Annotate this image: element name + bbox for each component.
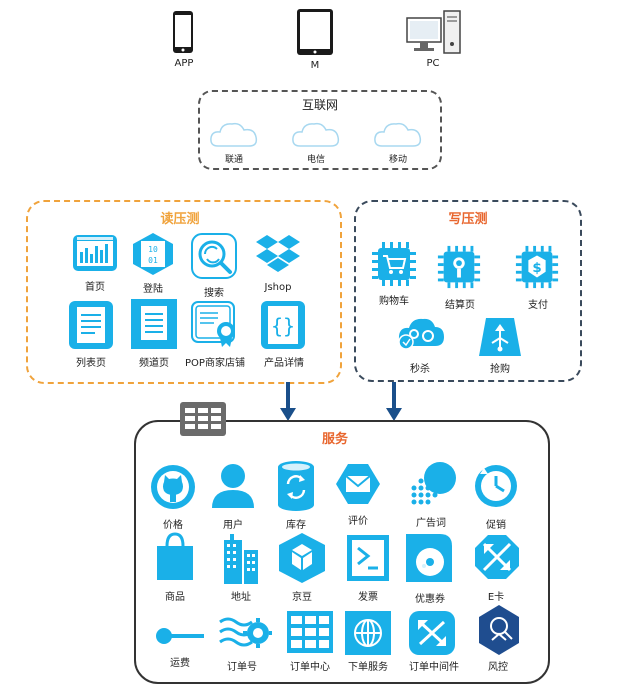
read-test-box — [26, 200, 342, 384]
payment-dollar-icon: $ — [514, 244, 560, 290]
service-label: 京豆 — [292, 592, 312, 603]
service-label: E卡 — [487, 592, 505, 603]
phone-icon — [172, 10, 194, 54]
tablet-icon — [296, 8, 334, 56]
cart-chip-icon — [370, 240, 418, 288]
code-braces-icon: {} — [260, 300, 306, 350]
write-item-label: 购物车 — [379, 296, 409, 307]
service-label: 用户 — [223, 520, 243, 531]
service-label: 优惠券 — [415, 594, 445, 605]
isp-label: 联通 — [224, 155, 243, 165]
cloud-icon — [372, 118, 424, 150]
invoice-terminal-icon — [346, 534, 390, 582]
write-item-label: 秒杀 — [410, 364, 430, 375]
service-label: 商品 — [165, 592, 185, 603]
dropbox-icon — [256, 232, 300, 276]
flash-sale-cloud-icon — [396, 312, 446, 354]
user-icon — [210, 462, 256, 510]
service-label: 风控 — [488, 662, 508, 673]
device-label-app: APP — [174, 58, 194, 69]
inventory-database-icon — [276, 460, 316, 512]
write-item-label: 支付 — [528, 300, 548, 311]
read-item-label: 列表页 — [76, 358, 106, 369]
internet-box — [198, 90, 442, 170]
coupon-disc-icon — [404, 532, 454, 584]
service-label: 评价 — [348, 516, 368, 527]
read-item-label: 产品详情 — [264, 358, 304, 369]
service-label: 价格 — [163, 520, 183, 531]
dashboard-icon — [72, 234, 118, 272]
desktop-pc-icon — [406, 10, 462, 56]
write-item-label: 结算页 — [445, 300, 475, 311]
read-item-label: 登陆 — [143, 284, 163, 295]
ecard-octagon-icon — [474, 534, 520, 580]
risk-control-badge-icon — [478, 604, 520, 656]
arrow-down-icon — [386, 382, 402, 422]
isp-label: 电信 — [306, 155, 325, 165]
write-test-box — [354, 200, 582, 382]
arrow-down-icon — [280, 382, 296, 422]
ad-words-icon — [406, 460, 460, 510]
services-title: 服务 — [321, 432, 348, 447]
service-label: 广告词 — [416, 518, 446, 529]
read-item-label: Jshop — [264, 282, 292, 293]
service-label: 发票 — [358, 592, 378, 603]
document-list-icon — [68, 300, 114, 350]
shipping-pin-icon — [154, 622, 206, 650]
service-label: 地址 — [231, 592, 251, 603]
svg-text:{}: {} — [271, 314, 295, 338]
cloud-icon — [208, 118, 260, 150]
order-middleware-icon — [408, 610, 456, 656]
search-sync-icon — [190, 232, 238, 280]
svg-text:01: 01 — [148, 256, 158, 265]
svg-text:10: 10 — [148, 245, 158, 254]
device-label-m: M — [310, 60, 320, 71]
isp-label: 移动 — [388, 155, 407, 165]
svg-text:$: $ — [532, 261, 541, 276]
service-label: 下单服务 — [348, 662, 388, 673]
service-label: 订单中间件 — [409, 662, 459, 673]
review-mail-icon — [334, 462, 382, 506]
read-item-label: 搜索 — [204, 288, 224, 299]
read-test-title: 读压测 — [160, 212, 200, 227]
order-number-gear-icon — [218, 612, 272, 654]
cloud-icon — [290, 118, 342, 150]
shopping-bag-icon — [154, 532, 196, 582]
promotion-clock-icon — [474, 464, 518, 508]
binary-hexagon-icon: 10 01 — [132, 232, 174, 276]
github-cat-icon — [150, 464, 196, 510]
order-center-grid-icon — [286, 610, 334, 654]
read-item-label: 首页 — [85, 282, 105, 293]
read-item-label: 频道页 — [139, 358, 169, 369]
internet-title: 互联网 — [301, 98, 338, 112]
globe-order-icon — [344, 610, 392, 656]
service-label: 运费 — [170, 658, 190, 669]
services-box — [134, 420, 550, 684]
write-test-title: 写压测 — [448, 212, 488, 227]
jd-bean-hexagon-icon — [278, 532, 326, 584]
service-label: 促销 — [486, 520, 506, 531]
write-item-label: 抢购 — [490, 364, 510, 375]
rush-buy-icon — [478, 316, 522, 358]
service-label: 订单号 — [227, 662, 257, 673]
device-label-pc: PC — [426, 58, 440, 69]
channel-page-icon — [130, 298, 178, 350]
service-label: 库存 — [286, 520, 306, 531]
grid-table-icon — [180, 402, 226, 436]
certificate-icon — [190, 300, 240, 348]
building-address-icon — [222, 534, 260, 584]
read-item-label: POP商家店铺 — [185, 358, 245, 369]
service-label: 订单中心 — [290, 662, 330, 673]
checkout-chip-icon — [436, 244, 482, 290]
